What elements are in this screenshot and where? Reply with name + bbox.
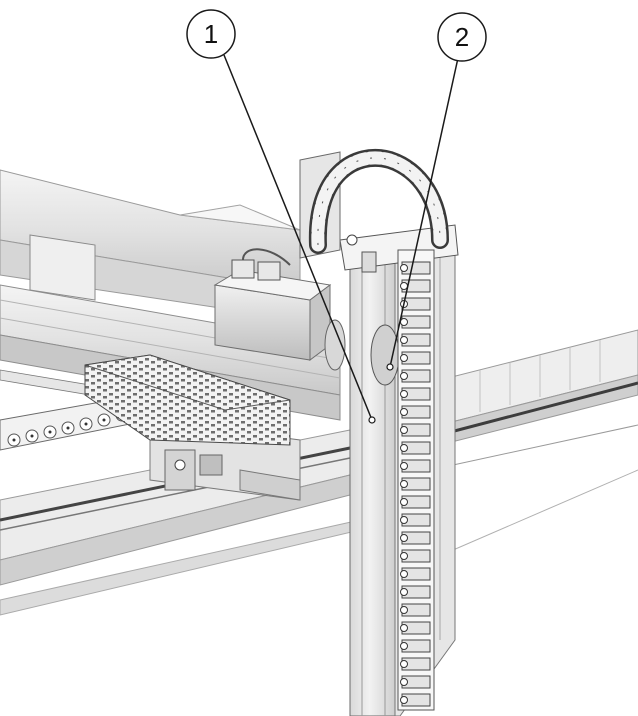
callout-circle-2: [437, 12, 487, 62]
chain-pin: [400, 552, 408, 560]
callout-1: 1: [186, 9, 236, 59]
chain-pin: [400, 444, 408, 452]
chain-pin: [400, 282, 408, 290]
callout-circle-1: [186, 9, 236, 59]
chain-pin: [400, 516, 408, 524]
chain-links: [400, 261, 431, 707]
chain-pin: [400, 408, 408, 416]
chain-pin: [400, 660, 408, 668]
chain-pin: [400, 696, 408, 704]
leader-point-1: [368, 416, 376, 424]
chain-pin: [400, 642, 408, 650]
leader-point-2: [386, 363, 394, 371]
callout-2: 2: [437, 12, 487, 62]
chain-pin: [400, 264, 408, 272]
chain-pin: [400, 570, 408, 578]
callout-leaders: [223, 54, 459, 424]
chain-loop: [308, 148, 449, 254]
chain-pin: [400, 480, 408, 488]
leader-line-2: [389, 57, 459, 368]
chain-pin: [400, 354, 408, 362]
chain-pin: [400, 498, 408, 506]
chain-pin: [400, 462, 408, 470]
chain-pin: [400, 606, 408, 614]
carriage: [84, 354, 301, 501]
leader-line-1: [223, 54, 373, 421]
chain-pin: [400, 318, 408, 326]
chain-pin: [400, 336, 408, 344]
vertical-drag-chain: [397, 249, 435, 711]
chain-pin: [400, 588, 408, 596]
chain-pin: [400, 534, 408, 542]
chain-pin: [400, 624, 408, 632]
servo-motor: [213, 248, 346, 371]
callout-label-1: 1: [204, 19, 218, 49]
callout-label-2: 2: [455, 22, 469, 52]
chain-pin: [400, 390, 408, 398]
chain-pin: [400, 372, 408, 380]
chain-pin: [400, 678, 408, 686]
chain-pin: [400, 426, 408, 434]
